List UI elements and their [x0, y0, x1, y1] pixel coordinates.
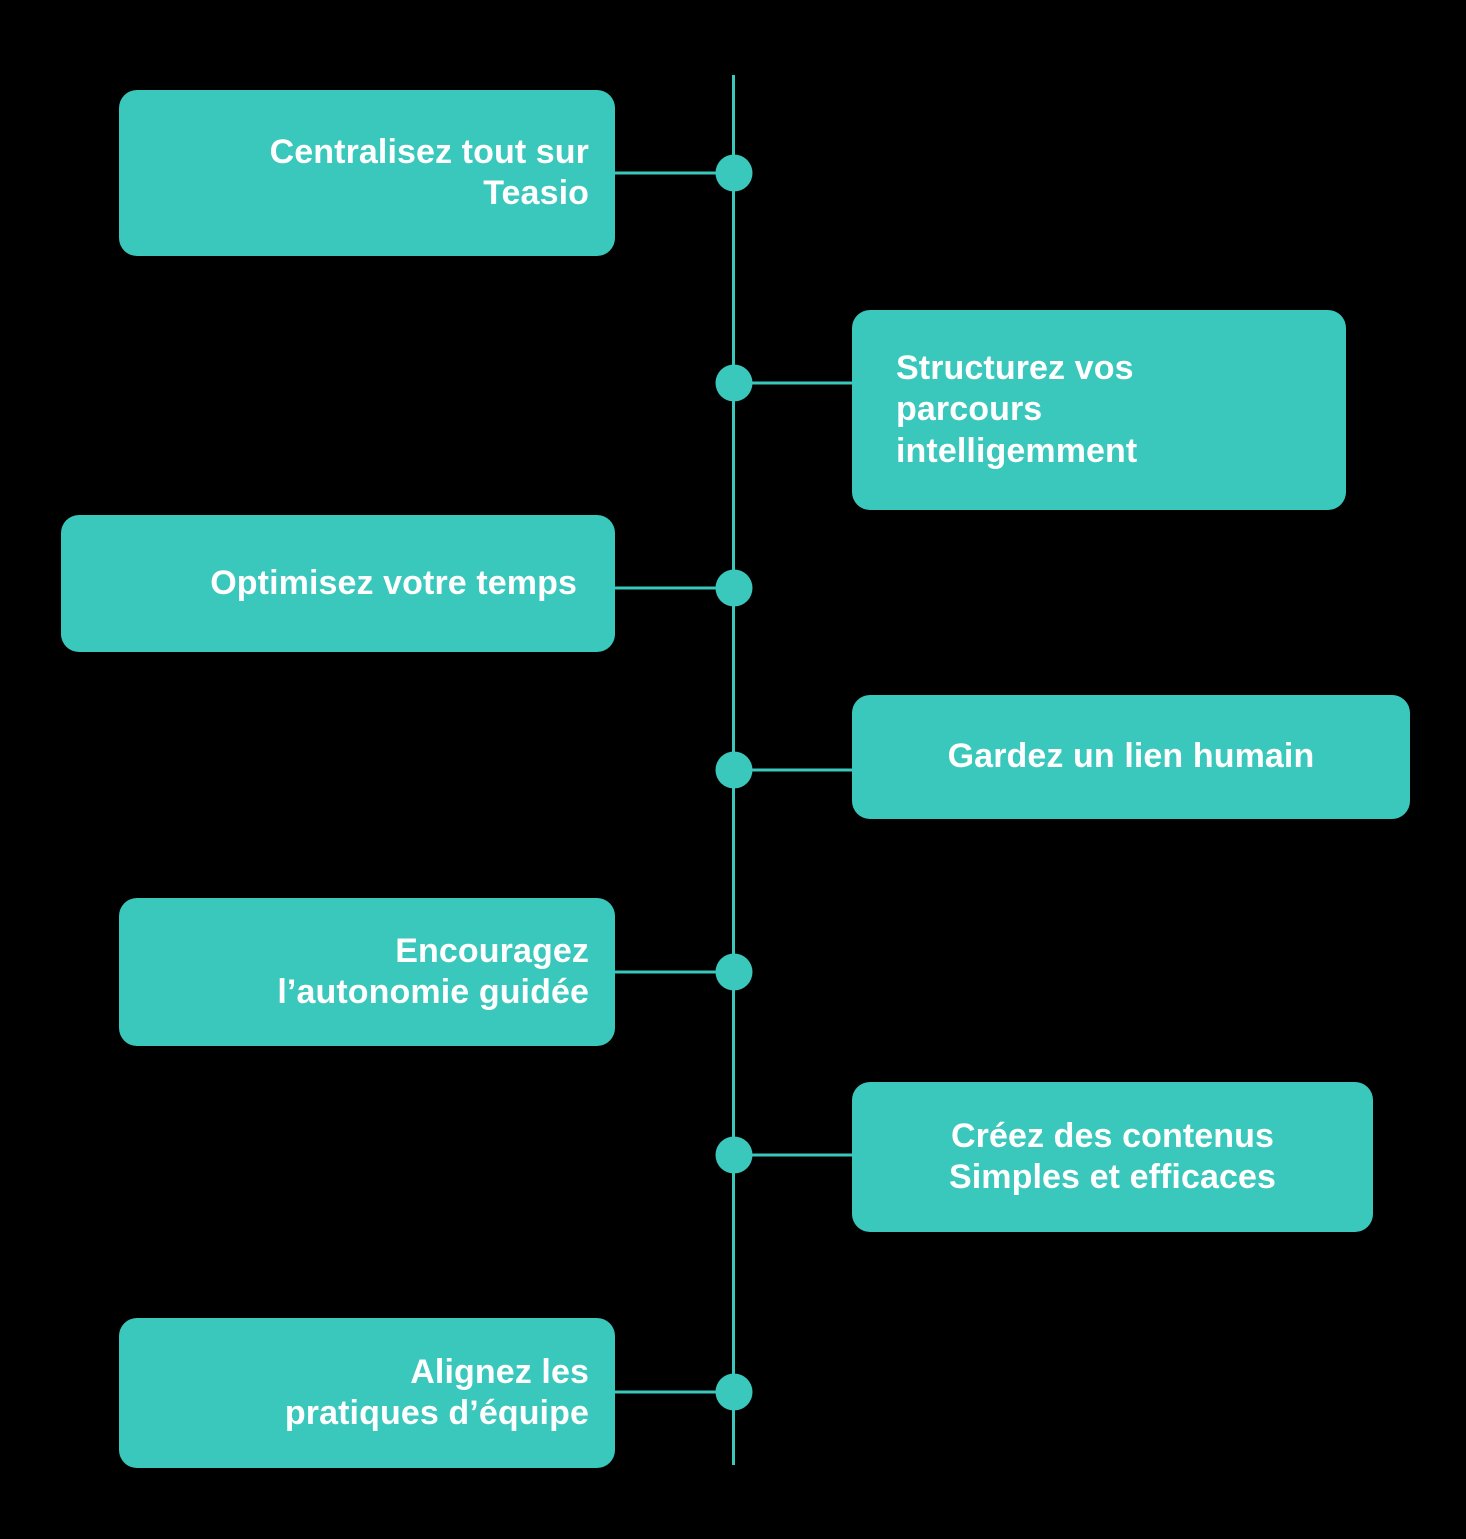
timeline-dot-2[interactable]: [715, 364, 753, 402]
connector-3: [614, 586, 734, 590]
timeline-dot-6[interactable]: [715, 1136, 753, 1174]
timeline-card-6-line-2: Simples et efficaces: [948, 1158, 1277, 1196]
timeline-card-5-line-2: l’autonomie guidée: [277, 973, 589, 1011]
connector-5: [614, 970, 734, 974]
timeline-card-6[interactable]: Créez des contenus Simples et efficaces: [852, 1082, 1373, 1232]
connector-4: [734, 768, 854, 772]
timeline-dot-5[interactable]: [715, 953, 753, 991]
timeline-card-7-line-2: pratiques d’équipe: [284, 1394, 589, 1432]
timeline-dot-4[interactable]: [715, 751, 753, 789]
timeline-card-7-line-1: Alignez les: [410, 1352, 589, 1391]
timeline-dot-3[interactable]: [715, 569, 753, 607]
timeline-card-1[interactable]: Centralisez tout sur Teasio: [119, 90, 615, 256]
timeline-dot-1[interactable]: [715, 154, 753, 192]
connector-2: [734, 381, 854, 385]
connector-6: [734, 1153, 854, 1157]
timeline-card-2-line-3: intelligemment: [896, 431, 1138, 470]
timeline-card-5-line-1: Encouragez: [395, 931, 589, 970]
timeline-card-4-line-1: Gardez un lien humain: [947, 737, 1315, 776]
timeline-card-1-line-2: Teasio: [483, 174, 589, 212]
timeline-card-2-line-1: Structurez vos: [896, 348, 1134, 387]
timeline-dot-7[interactable]: [715, 1373, 753, 1411]
timeline-card-7[interactable]: Alignez les pratiques d’équipe: [119, 1318, 615, 1468]
connector-7: [614, 1390, 734, 1394]
timeline-card-1-line-1: Centralisez tout sur: [269, 132, 589, 171]
timeline-card-2-line-2: parcours: [896, 390, 1043, 429]
timeline-card-5[interactable]: Encouragez l’autonomie guidée: [119, 898, 615, 1046]
timeline-card-3-line-1: Optimisez votre temps: [210, 563, 577, 602]
timeline-card-6-line-1: Créez des contenus: [950, 1116, 1274, 1155]
connector-1: [614, 171, 734, 175]
timeline-card-3[interactable]: Optimisez votre temps: [61, 515, 615, 652]
timeline-card-2[interactable]: Structurez vos parcours intelligemment: [852, 310, 1346, 510]
timeline-card-4[interactable]: Gardez un lien humain: [852, 695, 1410, 819]
